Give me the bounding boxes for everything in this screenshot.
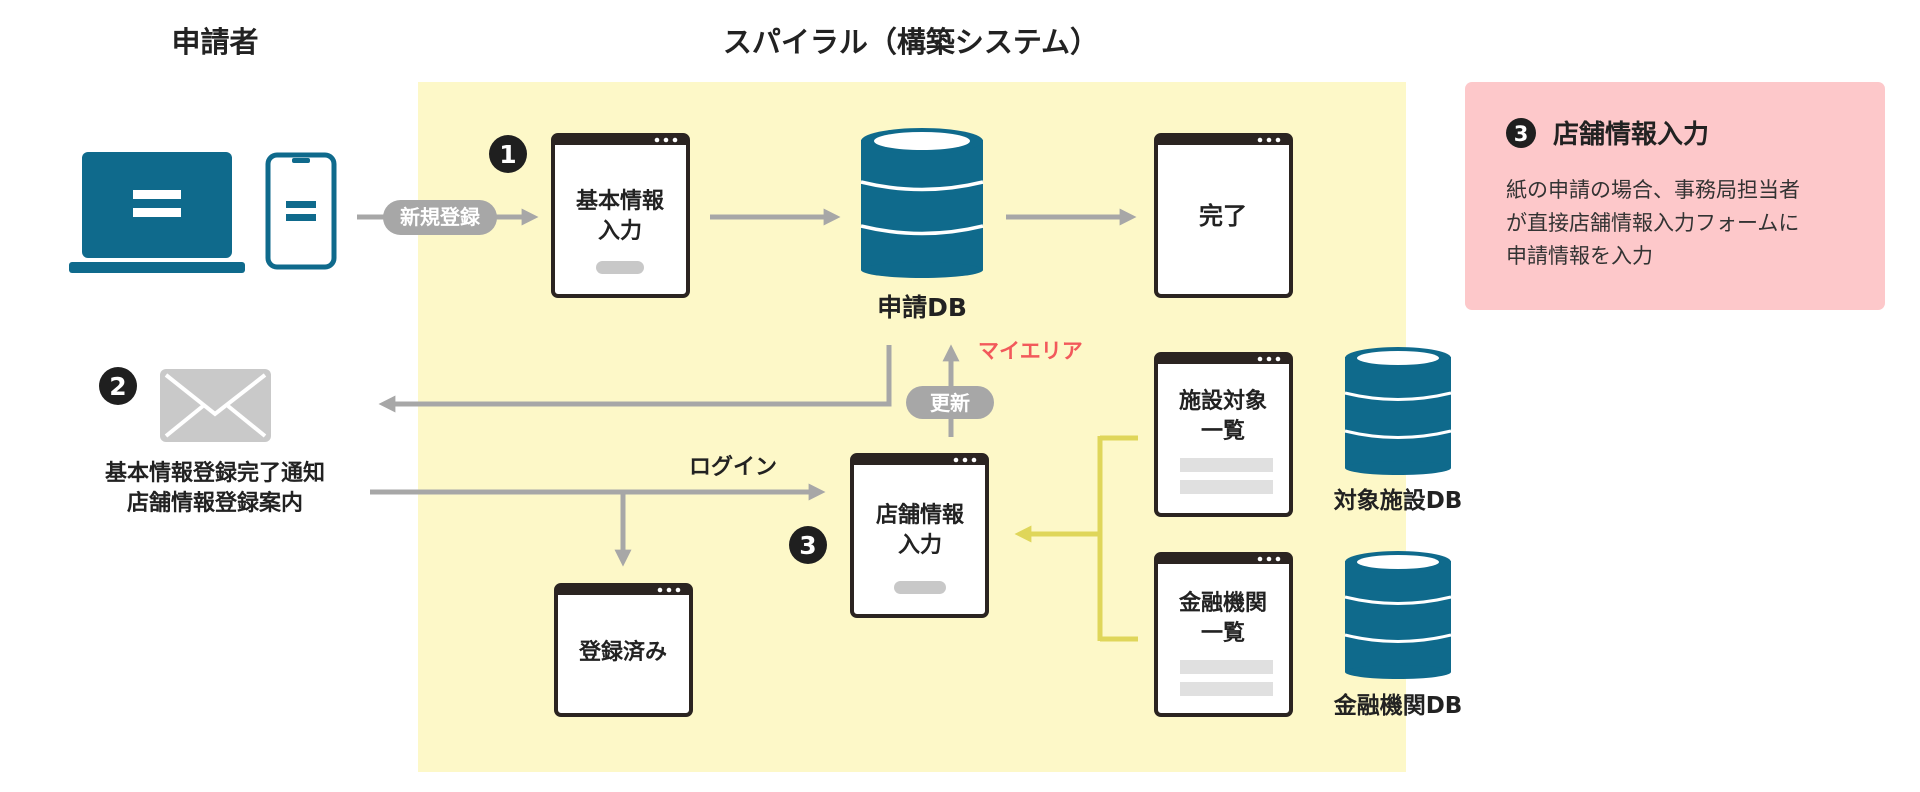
bank-list-label-line2: 一覧 (1201, 620, 1245, 646)
paper-application-note: 3 店舗情報入力 紙の申請の場合、事務局担当者 が直接店舗情報入力フォームに 申… (1465, 82, 1885, 310)
shop-input-submit-placeholder (894, 581, 946, 594)
bank-list-window: 金融機関 一覧 (1154, 552, 1293, 717)
application-db-label: 申請DB (877, 293, 967, 322)
facility-list-label-line1: 施設対象 (1179, 388, 1267, 414)
complete-label: 完了 (1199, 202, 1247, 230)
signup-pill: 新規登録 (383, 200, 497, 235)
bank-list-row (1180, 682, 1273, 696)
step-3-number: 3 (799, 531, 816, 560)
step-1-badge: 1 (489, 135, 527, 173)
note-line-3: 申請情報を入力 (1506, 244, 1653, 268)
laptop-icon (69, 152, 245, 273)
shop-input-label-line2: 入力 (898, 533, 942, 558)
mail-icon (160, 369, 271, 442)
note-line-1: 紙の申請の場合、事務局担当者 (1506, 178, 1800, 202)
complete-window: 完了 (1154, 133, 1293, 298)
my-area-label: マイエリア (978, 339, 1083, 363)
note-title: 店舗情報入力 (1553, 120, 1709, 150)
registered-window: 登録済み (554, 583, 693, 717)
note-line-2: が直接店舗情報入力フォームに (1506, 211, 1799, 235)
step-3-badge: 3 (789, 526, 827, 564)
applicant-heading: 申請者 (171, 25, 258, 59)
bank-db-label: 金融機関DB (1333, 692, 1463, 719)
notification-arrow (378, 345, 892, 413)
registered-label: 登録済み (578, 639, 667, 665)
step-2-badge: 2 (99, 367, 137, 405)
facility-list-label-line2: 一覧 (1201, 418, 1245, 444)
bank-list-row (1180, 660, 1273, 674)
facility-db-label: 対象施設DB (1334, 487, 1463, 514)
shop-input-window: 店舗情報 入力 (850, 453, 989, 618)
basic-input-submit-placeholder (596, 261, 644, 274)
reference-lists-connector (1014, 435, 1138, 642)
facility-database-icon (1344, 347, 1452, 475)
bank-list-label-line1: 金融機関 (1178, 590, 1267, 616)
note-step-3-badge (1506, 118, 1536, 148)
basic-input-label-line2: 入力 (598, 219, 642, 244)
facility-list-row (1180, 458, 1273, 472)
notification-line-1: 基本情報登録完了通知 (105, 460, 325, 486)
bank-database-icon (1344, 551, 1452, 679)
facility-list-row (1180, 480, 1273, 494)
shop-input-label-line1: 店舗情報 (876, 502, 965, 528)
update-pill-label: 更新 (930, 391, 970, 415)
system-heading: スパイラル（構築システム） (723, 25, 1099, 59)
signup-pill-label: 新規登録 (400, 205, 481, 229)
step-1-number: 1 (499, 140, 516, 169)
application-database-icon (860, 128, 984, 278)
update-pill: 更新 (906, 386, 994, 419)
step-2-number: 2 (109, 372, 126, 401)
notification-line-2: 店舗情報登録案内 (127, 490, 303, 516)
basic-input-window: 基本情報 入力 (551, 133, 690, 298)
smartphone-icon (265, 152, 337, 270)
login-label: ログイン (689, 454, 777, 480)
note-step-3-number: 3 (1514, 122, 1529, 146)
basic-input-label-line1: 基本情報 (576, 188, 665, 214)
facility-list-window: 施設対象 一覧 (1154, 352, 1293, 517)
